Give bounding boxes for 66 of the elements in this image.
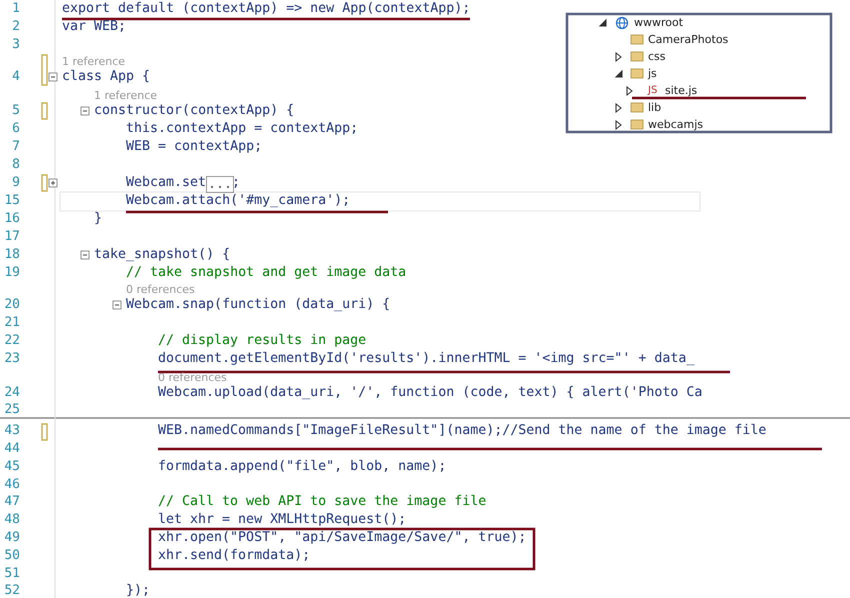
line-number: 49: [3, 530, 20, 545]
line-number: 5: [11, 103, 20, 118]
file-tree-item: lib: [648, 101, 662, 115]
code-comment: // display results in page: [158, 333, 366, 348]
line-number: 43: [3, 423, 20, 438]
reference-count: 0 references: [158, 371, 227, 385]
code-line: Webcam.set: [126, 175, 206, 190]
code-line: export default (contextApp) => new App(contextApp);: [62, 1, 470, 16]
file-tree-item: site.js: [665, 84, 698, 98]
line-number: 15: [3, 193, 20, 208]
line-number: 24: [3, 385, 20, 400]
line-number: 1: [11, 1, 20, 16]
line-number: 19: [3, 265, 20, 280]
line-number: 3: [11, 37, 20, 52]
code-line: formdata.append("file", blob, name);: [158, 459, 446, 474]
code-line: constructor(contextApp) {: [94, 103, 294, 118]
collapsed-region-marker: ...: [206, 176, 234, 193]
code-comment: // Call to web API to save the image file: [158, 494, 486, 509]
line-number: 16: [3, 211, 20, 226]
line-number: 21: [3, 315, 20, 330]
file-type-text: JS: [648, 84, 658, 98]
line-number: 44: [3, 441, 20, 456]
line-number: 4: [11, 69, 20, 84]
line-number: 7: [11, 139, 20, 154]
code-comment: // take snapshot and get image data: [126, 265, 406, 280]
line-number: 25: [3, 402, 20, 417]
line-number: 6: [11, 121, 20, 136]
file-tree-item: js: [648, 67, 657, 81]
code-line: this.contextApp = contextApp;: [126, 121, 358, 136]
line-number: 8: [11, 157, 20, 172]
file-tree-item: css: [648, 50, 666, 64]
line-number: 23: [3, 351, 20, 366]
code-line: }: [94, 211, 102, 226]
code-line: WEB.namedCommands["ImageFileResult"](name);//Send the name of the image file: [158, 423, 766, 438]
code-line: document.getElementById('results').innerHTML = '<img src="' + data_: [158, 351, 694, 366]
line-number: 51: [3, 566, 20, 581]
file-tree-item: webcamjs: [648, 118, 704, 132]
code-line: Webcam.attach('#my_camera');: [126, 193, 350, 208]
line-number: 9: [11, 175, 20, 190]
line-number: 50: [3, 548, 20, 563]
line-number: 46: [3, 477, 20, 492]
line-number: 48: [3, 512, 20, 527]
line-number: 22: [3, 333, 20, 348]
line-number: 52: [3, 583, 20, 598]
file-tree-item: CameraPhotos: [648, 33, 728, 47]
line-number: 17: [3, 229, 20, 244]
code-line: Webcam.snap(function (data_uri) {: [126, 297, 390, 312]
code-line: let xhr = new XMLHttpRequest();: [158, 512, 406, 527]
code-line: class App {: [62, 69, 150, 84]
line-number: 45: [3, 459, 20, 474]
line-number: 18: [3, 247, 20, 262]
code-line: Webcam.upload(data_uri, '/', function (code, text) { alert('Photo Ca: [158, 385, 702, 400]
line-number: 2: [11, 19, 20, 34]
reference-count: 1 reference: [94, 89, 158, 103]
code-line: xhr.send(formdata);: [158, 548, 310, 563]
code-line: WEB = contextApp;: [126, 139, 262, 154]
code-line: });: [126, 583, 150, 598]
reference-count: 0 references: [126, 283, 195, 297]
code-line: var WEB;: [62, 19, 126, 34]
line-number: 47: [3, 494, 20, 509]
code-line: take_snapshot() {: [94, 247, 230, 262]
line-number: 20: [3, 297, 20, 312]
code-line: ;: [232, 175, 240, 190]
code-line: xhr.open("POST", "api/SaveImage/Save/", true);: [158, 530, 526, 545]
reference-count: 1 reference: [62, 55, 126, 69]
file-tree-item: wwwroot: [634, 16, 684, 30]
